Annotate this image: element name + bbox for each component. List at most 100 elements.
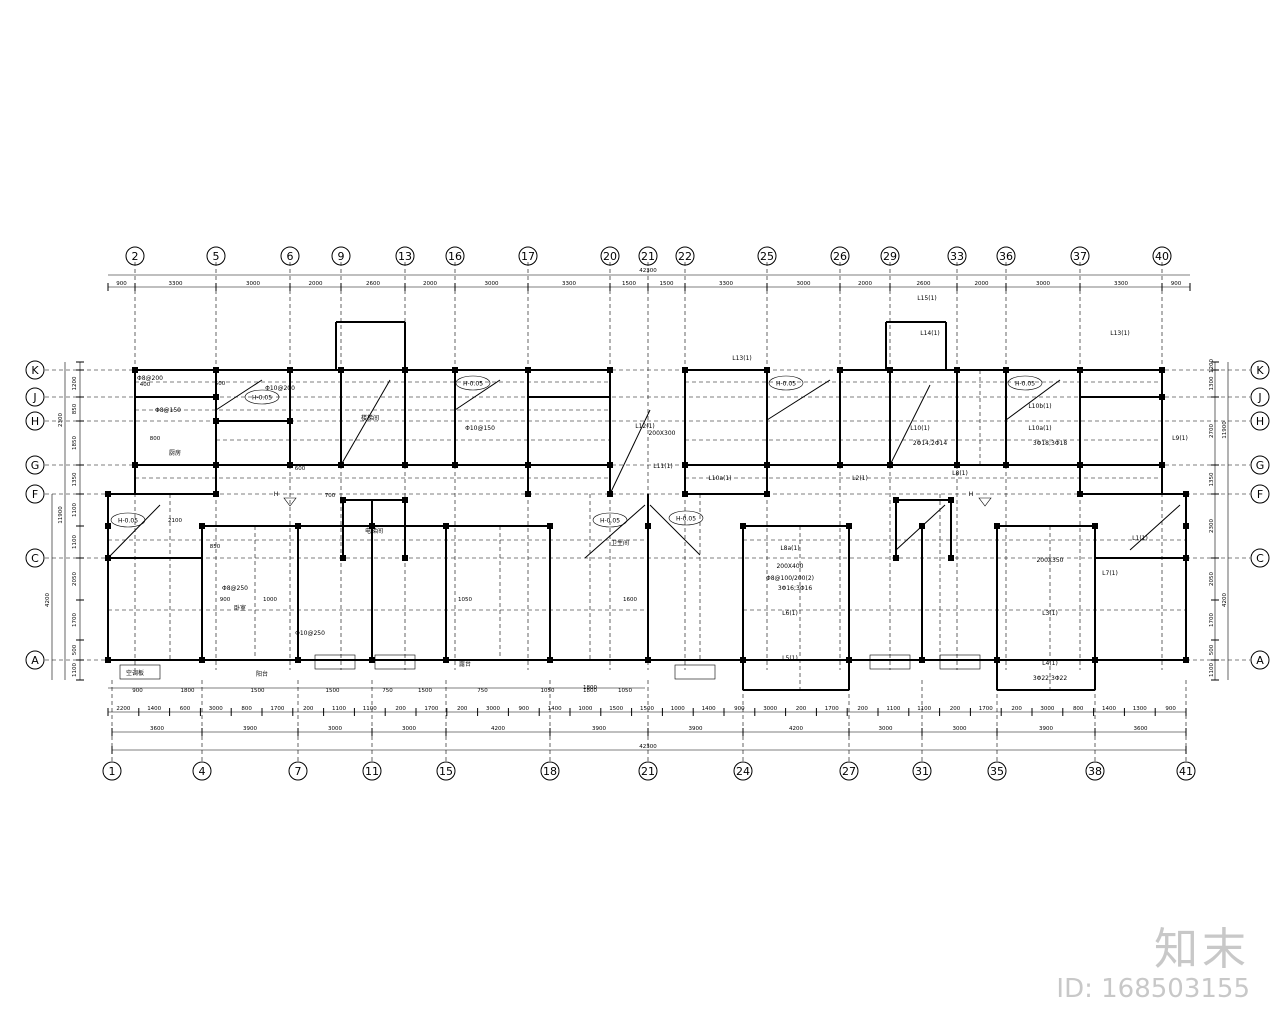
ac-plate-box	[119, 664, 161, 680]
axis-label-bottom: 4	[199, 765, 206, 778]
dim-text: 3000	[485, 281, 499, 287]
room-label: 楼梯间	[361, 414, 379, 422]
row-bubble	[25, 455, 45, 475]
rebar-note: Φ8@250	[222, 585, 248, 592]
row-bubble	[1250, 360, 1270, 380]
dim-text: 3000	[953, 726, 967, 732]
axis-label-top: 40	[1155, 250, 1169, 263]
beam-label: L9(1)	[1172, 435, 1188, 442]
axis-label-bottom: 31	[915, 765, 929, 778]
rebar-note: Φ8@150	[155, 407, 181, 414]
row-label-right: F	[1257, 488, 1263, 501]
axis-bubble	[436, 761, 456, 781]
dim-text: 4200	[491, 726, 505, 732]
row-bubble	[25, 387, 45, 407]
watermark-id: ID: 168503155	[1056, 974, 1250, 1004]
dim-text: 3300	[562, 281, 576, 287]
beam-label: L10b(1)	[1028, 403, 1051, 410]
row-label-right: J	[1257, 391, 1261, 404]
axis-bubble	[102, 761, 122, 781]
axis-label-top: 29	[883, 250, 897, 263]
row-bubble	[1250, 455, 1270, 475]
dim-text: 2000	[975, 281, 989, 287]
beam-label: L10a(1)	[1028, 425, 1051, 432]
column	[369, 657, 375, 663]
dim-text: 1500	[251, 688, 265, 694]
axis-label-top: 36	[999, 250, 1013, 263]
column	[295, 523, 301, 529]
dim-text: 900	[132, 688, 143, 694]
dim-text: 800	[1073, 706, 1084, 712]
small-dim: 1000	[263, 597, 277, 603]
dim-text: 1050	[541, 688, 555, 694]
rebar-note: Φ8@200	[137, 375, 163, 382]
dim-text-left: 500	[72, 644, 78, 655]
beam-label: L4(1)	[1042, 660, 1058, 667]
dim-text: 900	[116, 281, 127, 287]
axis-bubble	[733, 761, 753, 781]
column	[846, 657, 852, 663]
beam-label: L6(1)	[782, 610, 798, 617]
column	[547, 523, 553, 529]
small-dim: 900	[220, 597, 231, 603]
row-bubble	[25, 650, 45, 670]
dim-text: 1800	[583, 688, 597, 694]
dim-text-right: 1200	[1209, 359, 1215, 373]
dim-text: 200	[1011, 706, 1022, 712]
column	[948, 497, 954, 503]
dim-total-left: 2300	[58, 413, 64, 427]
column	[105, 523, 111, 529]
small-dim: 500	[215, 381, 226, 387]
row-label-right: C	[1256, 552, 1264, 565]
dim-total-right: 11900	[1222, 421, 1228, 439]
elevation-triangle	[283, 497, 297, 507]
dim-text-left: 1100	[72, 503, 78, 517]
stair-diagonal	[107, 504, 161, 559]
column	[369, 523, 375, 529]
axis-label-bottom: 21	[641, 765, 655, 778]
dim-text: 3000	[1036, 281, 1050, 287]
dim-text-right: 2050	[1209, 572, 1215, 586]
dim-text: 1400	[548, 706, 562, 712]
room-label: 电梯间	[365, 527, 383, 535]
axis-label-top: 17	[521, 250, 535, 263]
column	[919, 523, 925, 529]
column	[893, 497, 899, 503]
level-tag-text: H-0.05	[1015, 381, 1035, 388]
row-bubble	[1250, 484, 1270, 504]
dim-text: 3600	[150, 726, 164, 732]
axis-label-bottom: 18	[543, 765, 557, 778]
axis-label-top: 6	[287, 250, 294, 263]
beam-label: L7(1)	[1102, 570, 1118, 577]
room-label: 厨房	[169, 449, 181, 457]
row-bubble	[25, 411, 45, 431]
dim-text: 1700	[979, 706, 993, 712]
level-tag	[110, 512, 146, 528]
row-label-right: K	[1256, 364, 1264, 377]
dim-text: 1100	[886, 706, 900, 712]
axis-bubble	[839, 761, 859, 781]
axis-bubble	[675, 246, 695, 266]
dim-text: 2000	[858, 281, 872, 287]
dim-text: 900	[1165, 706, 1176, 712]
axis-bubble	[830, 246, 850, 266]
axis-bubble	[996, 246, 1016, 266]
room-label: 卧室	[234, 604, 246, 612]
dim-text-left: 1850	[72, 436, 78, 450]
dim-text-left: 850	[72, 403, 78, 414]
column	[645, 523, 651, 529]
stair-diagonal	[215, 379, 263, 411]
dim-text: 3900	[689, 726, 703, 732]
level-tag	[1007, 375, 1043, 391]
ac-plate-box	[314, 654, 356, 670]
axis-label-bottom: 15	[439, 765, 453, 778]
axis-bubble	[987, 761, 1007, 781]
row-label-left: J	[32, 391, 36, 404]
axis-bubble	[288, 761, 308, 781]
row-bubble	[1250, 411, 1270, 431]
beam-label: L12(1)	[635, 423, 654, 430]
axis-bubble	[1152, 246, 1172, 266]
axis-bubble	[395, 246, 415, 266]
axis-label-bottom: 11	[365, 765, 379, 778]
dim-text-right: 2300	[1209, 519, 1215, 533]
